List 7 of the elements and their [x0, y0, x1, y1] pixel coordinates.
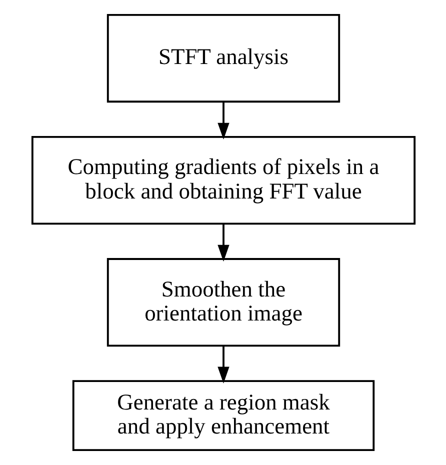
arrow [217, 224, 229, 262]
node-box: Computing gradients of pixels in a block and obtaining FFT value [30, 136, 416, 225]
node-box: STFT analysis [106, 14, 340, 103]
node-box: Smoothen the orientation image [106, 258, 340, 347]
arrow [217, 102, 229, 140]
arrow [217, 346, 229, 384]
node-box: Generate a region mask and apply enhancement [72, 380, 374, 452]
